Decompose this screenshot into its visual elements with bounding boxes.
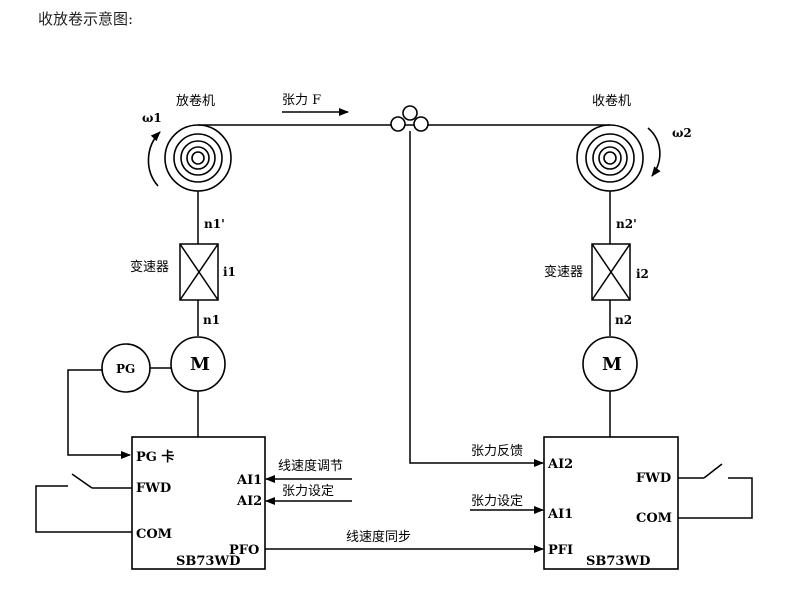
unwinder-shaft-speed: n1' [204,217,225,231]
winder-motor-speed: n2 [615,313,632,327]
tension-label: 张力 F [282,93,321,108]
right-drive-pin-ai1: AI1 [547,507,573,522]
winder-label: 收卷机 [592,93,631,109]
unwinder-gearbox [179,243,219,301]
line-speed-sync-label: 线速度同步 [346,529,411,545]
winder-gearbox [591,243,631,301]
winder-shaft-speed: n2' [616,217,637,231]
tension-feedback-wire [409,131,544,467]
left-drive-pin-ai1: AI1 [236,473,262,488]
right-tension-setting-label: 张力设定 [471,494,523,509]
right-drive [543,436,679,570]
line-speed-adjust-label: 线速度调节 [278,458,343,474]
winder-gearbox-label: 变速器 [544,264,583,280]
winder-reel [576,124,644,192]
unwinder-label: 放卷机 [176,93,215,109]
unwinder-motor-label: M [190,354,210,375]
omega2-rotation-arrow [647,127,661,177]
right-drive-pin-com: COM [636,511,672,526]
right-drive-pin-ai2: AI2 [547,457,573,472]
left-drive-pin-com: COM [136,527,172,542]
dancer-rollers [390,105,429,132]
tension-feedback-label: 张力反馈 [471,444,523,459]
left-run-switch [35,473,132,533]
omega1-label: ω1 [142,111,162,125]
pg-signal-wire [67,369,131,459]
unwinder-motor-speed: n1 [203,313,220,327]
encoder-pg [101,343,151,393]
winder-gear-ratio: i2 [636,267,649,281]
right-drive-pin-pfi: PFI [548,543,573,558]
unwinder-gear-ratio: i1 [223,265,236,279]
left-drive-pin-fwd: FWD [136,481,171,496]
winder-motor-label: M [602,354,622,375]
page-title: 收放卷示意图: [38,10,134,28]
right-drive-pin-fwd: FWD [636,471,671,486]
omega2-label: ω2 [672,126,692,140]
unwinder-gearbox-label: 变速器 [130,259,169,275]
unwinder-reel [164,124,232,192]
right-run-switch [678,463,753,519]
left-drive-model: SB73WD [176,554,240,569]
omega1-rotation-arrow [147,131,161,187]
left-drive-pin-pfo: PFO [229,543,259,558]
left-tension-setting-label: 张力设定 [282,484,334,499]
right-drive-model: SB73WD [586,554,650,569]
encoder-pg-label: PG [116,362,135,376]
left-drive-pin-ai2: AI2 [236,494,262,509]
left-drive-pin-pg-card: PG 卡 [136,449,174,465]
